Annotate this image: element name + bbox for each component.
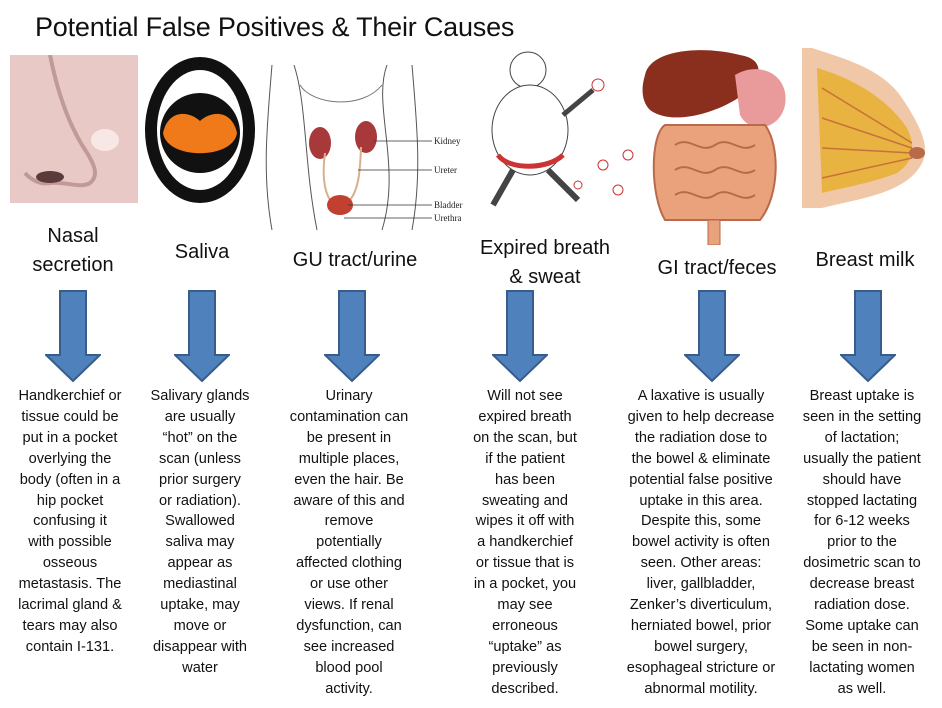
description-breast-milk: Breast uptake is seen in the setting of … [802,388,922,697]
nose-image [10,55,138,203]
bladder-label: Bladder [434,200,463,210]
urinary-tract-image: Kidney Ureter Bladder Urethra [262,65,470,230]
breast-anatomy-image [802,48,930,208]
description-nasal-secretion: Handkerchief or tissue could be put in a… [18,388,122,655]
label-nasal-secretion: Nasal secretion [32,225,114,276]
sweating-runner-image [490,51,634,207]
down-arrow-icon [45,290,101,382]
description-saliva: Salivary glands are usually “hot” on the… [150,388,250,676]
digestive-tract-image [642,50,786,245]
down-arrow-icon [492,290,548,382]
mouth-image [145,57,255,203]
down-arrow-icon [324,290,380,382]
ureter-label: Ureter [434,165,457,175]
slide-title: Potential False Positives & Their Causes [35,12,515,42]
label-gu-tract: GU tract/urine [292,249,418,271]
down-arrow-icon [174,290,230,382]
description-expired-breath: Will not see expired breath on the scan,… [473,388,577,697]
label-breast-milk: Breast milk [815,249,915,271]
description-gi-tract: A laxative is usually given to help decr… [626,388,776,697]
down-arrow-icon [684,290,740,382]
urethra-label: Urethra [434,213,461,223]
kidney-label: Kidney [434,136,461,146]
label-expired-breath: Expired breath & sweat [479,237,611,288]
description-gu-tract: Urinary contamination can be present in … [289,388,409,697]
down-arrow-icon [840,290,896,382]
label-gi-tract: GI tract/feces [657,257,777,279]
label-saliva: Saliva [174,241,230,263]
